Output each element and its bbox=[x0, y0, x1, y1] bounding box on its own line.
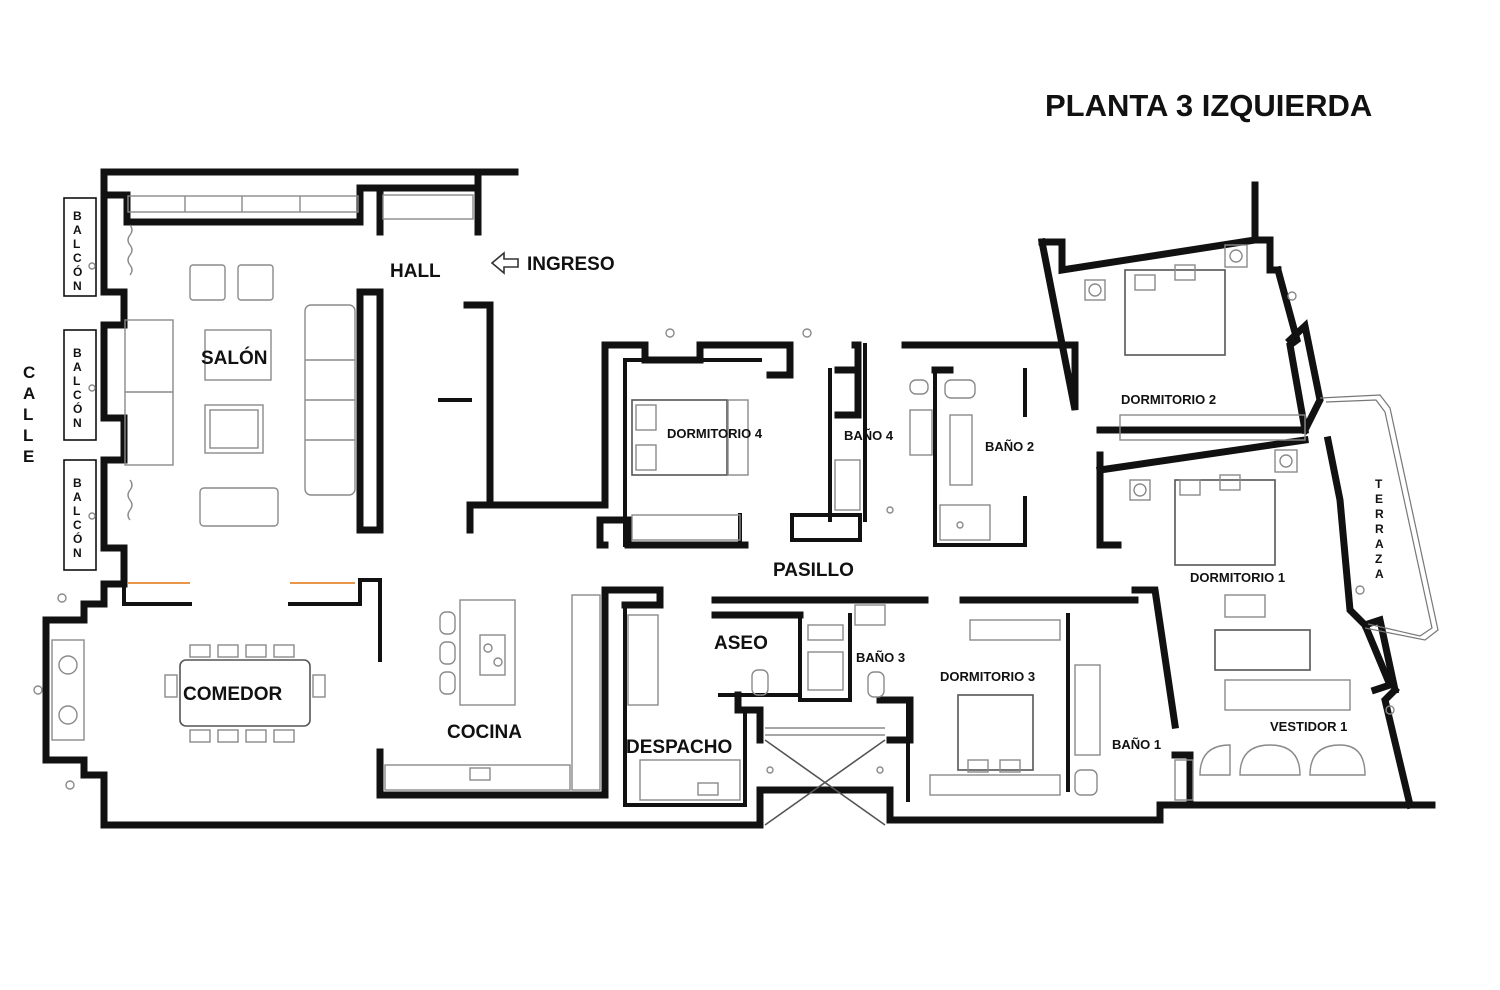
label-calle: C A L L E bbox=[23, 363, 35, 466]
svg-text:Ó: Ó bbox=[73, 264, 82, 279]
svg-text:Z: Z bbox=[1375, 552, 1382, 566]
svg-text:N: N bbox=[73, 416, 82, 430]
svg-text:B: B bbox=[73, 476, 82, 490]
plan-title: PLANTA 3 IZQUIERDA bbox=[1045, 88, 1372, 123]
label-dormitorio1: DORMITORIO 1 bbox=[1190, 570, 1285, 585]
label-vestidor1: VESTIDOR 1 bbox=[1270, 719, 1347, 734]
label-pasillo: PASILLO bbox=[773, 560, 854, 581]
svg-text:A: A bbox=[1375, 537, 1384, 551]
svg-text:B: B bbox=[73, 346, 82, 360]
label-comedor: COMEDOR bbox=[183, 684, 283, 705]
label-dormitorio4: DORMITORIO 4 bbox=[667, 426, 763, 441]
svg-text:R: R bbox=[1375, 507, 1384, 521]
label-balcon-1: B A L C Ó N bbox=[73, 209, 82, 293]
label-despacho: DESPACHO bbox=[626, 737, 732, 758]
label-salon: SALÓN bbox=[201, 347, 268, 369]
svg-text:C: C bbox=[23, 363, 35, 382]
svg-text:T: T bbox=[1375, 477, 1383, 491]
svg-text:L: L bbox=[73, 504, 80, 518]
label-bano4: BAÑO 4 bbox=[844, 428, 894, 443]
label-bano1: BAÑO 1 bbox=[1112, 737, 1161, 752]
svg-text:B: B bbox=[73, 209, 82, 223]
terrace bbox=[1319, 394, 1439, 641]
label-dormitorio3: DORMITORIO 3 bbox=[940, 669, 1035, 684]
room-labels: SALÓN HALL INGRESO COMEDOR COCINA PASILL… bbox=[183, 254, 1347, 758]
svg-text:E: E bbox=[23, 447, 34, 466]
svg-text:C: C bbox=[73, 518, 82, 532]
svg-text:A: A bbox=[73, 360, 82, 374]
furniture bbox=[33, 194, 1395, 801]
svg-text:R: R bbox=[1375, 522, 1384, 536]
walls bbox=[42, 168, 1436, 829]
label-dormitorio2: DORMITORIO 2 bbox=[1121, 392, 1216, 407]
entry-arrow-icon bbox=[490, 251, 519, 275]
label-ingreso: INGRESO bbox=[527, 254, 615, 275]
label-cocina: COCINA bbox=[447, 722, 522, 743]
label-bano2: BAÑO 2 bbox=[985, 439, 1034, 454]
label-bano3: BAÑO 3 bbox=[856, 650, 905, 665]
svg-text:L: L bbox=[73, 237, 80, 251]
svg-text:C: C bbox=[73, 388, 82, 402]
stairwell bbox=[764, 727, 886, 826]
label-terraza: T E R R A Z A bbox=[1375, 477, 1384, 581]
svg-text:A: A bbox=[23, 384, 35, 403]
label-balcon-2: B A L C Ó N bbox=[73, 346, 82, 430]
svg-text:C: C bbox=[73, 251, 82, 265]
svg-text:A: A bbox=[1375, 567, 1384, 581]
label-balcon-3: B A L C Ó N bbox=[73, 476, 82, 560]
svg-text:N: N bbox=[73, 546, 82, 560]
svg-text:L: L bbox=[73, 374, 80, 388]
label-aseo: ASEO bbox=[714, 633, 768, 654]
svg-text:L: L bbox=[23, 405, 33, 424]
svg-text:E: E bbox=[1375, 492, 1383, 506]
svg-text:L: L bbox=[23, 426, 33, 445]
balconies bbox=[63, 197, 97, 571]
svg-text:N: N bbox=[73, 279, 82, 293]
svg-text:A: A bbox=[73, 490, 82, 504]
label-hall: HALL bbox=[390, 261, 441, 282]
svg-text:Ó: Ó bbox=[73, 401, 82, 416]
svg-text:Ó: Ó bbox=[73, 531, 82, 546]
svg-text:A: A bbox=[73, 223, 82, 237]
